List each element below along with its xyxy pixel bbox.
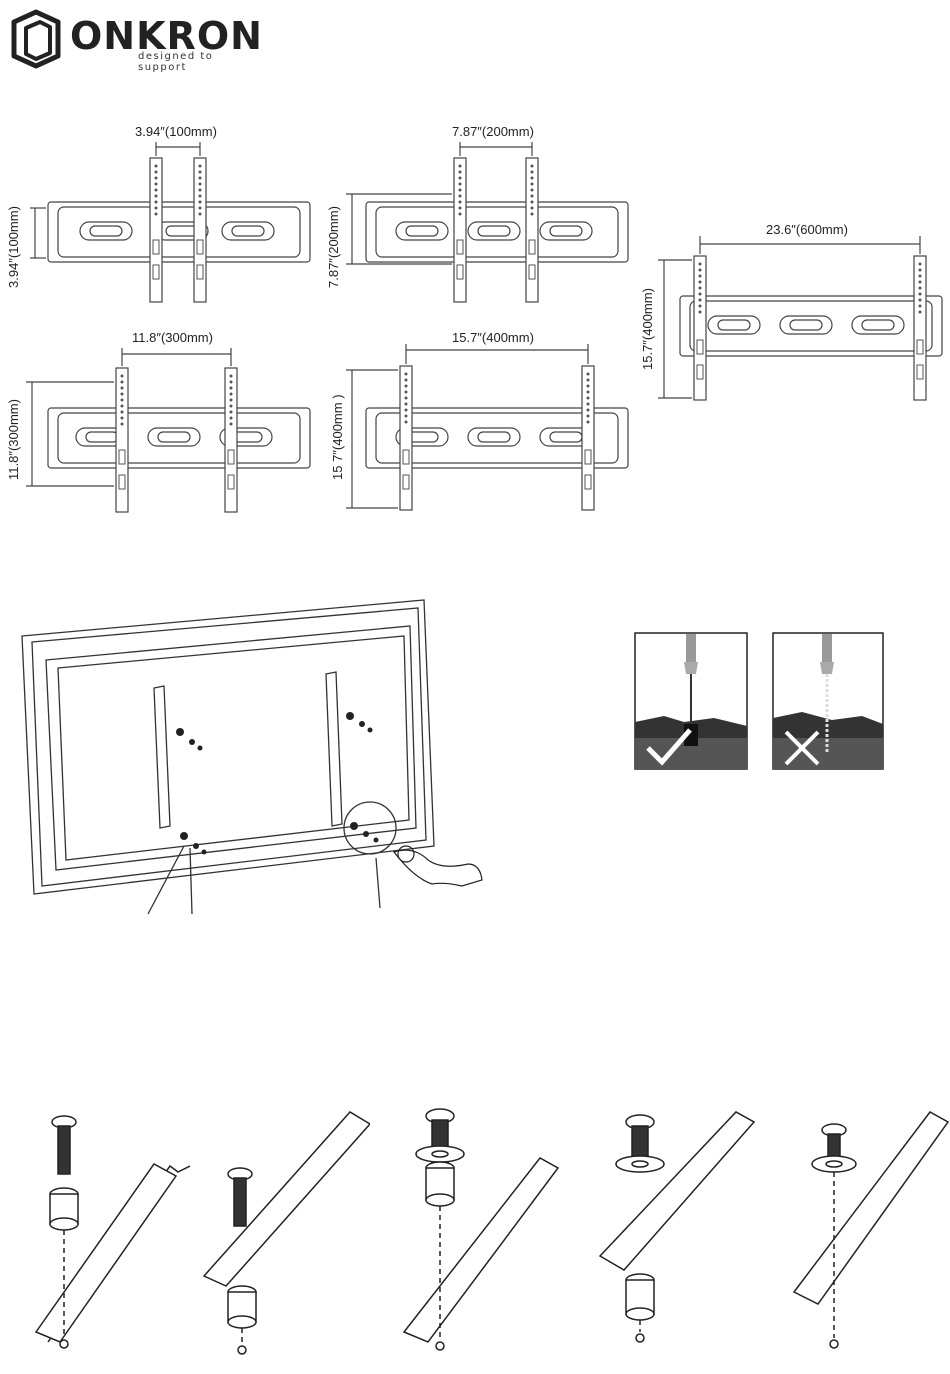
assembly-variant-screw-bracket-spacer (200, 1106, 370, 1356)
vesa-200-width-label: 7.87″(200mm) (452, 124, 534, 139)
vesa-600-height-label: 15.7″(400mm) (640, 288, 655, 370)
vesa-diagram-400x400: 15.7″(400mm) 15 7″(400mm ) (322, 330, 642, 520)
tv-bracket-attachment-illustration (14, 596, 484, 916)
vesa-300-width-label: 11.8″(300mm) (132, 330, 213, 345)
vesa-300-height-label: 11.8″(300mm) (6, 399, 21, 480)
vesa-400-width-label: 15.7″(400mm) (452, 330, 534, 345)
screw-bracket-spacer-icon (200, 1106, 370, 1356)
assembly-variant-screw-spacer (30, 1106, 190, 1356)
assembly-variant-screw-washer-spacer (400, 1106, 560, 1356)
vesa-600-width-label: 23.6″(600mm) (766, 222, 848, 237)
assembly-variant-screw-washer-bracket-spacer (596, 1106, 756, 1356)
screw-correct-panel (634, 632, 748, 770)
vesa-diagram-100x100: 3.94″(100mm) 3.94″(100mm) (0, 120, 330, 310)
vesa-diagram-200x200: 7.87″(200mm) 7.87″(200mm) (322, 120, 642, 310)
brand-tagline: designed to support (138, 51, 266, 73)
screw-washer-icon (790, 1106, 950, 1356)
screw-spacer-icon (30, 1106, 190, 1356)
vesa-100-height-label: 3.94″(100mm) (6, 206, 21, 288)
vesa-diagram-600x400: 23.6″(600mm) 15.7″(400mm) (636, 220, 950, 410)
screw-washer-spacer-icon (400, 1106, 560, 1356)
vesa-diagram-300x300: 11.8″(300mm) 11.8″(300mm) (0, 330, 330, 520)
screw-washer-bracket-spacer-icon (596, 1106, 756, 1356)
onkron-logo: ONKRON designed to support (6, 6, 266, 72)
onkron-logo-mark-icon (6, 6, 66, 72)
vesa-400-height-label: 15 7″(400mm ) (330, 394, 345, 480)
vesa-200-height-label: 7.87″(200mm) (326, 206, 341, 288)
vesa-100-width-label: 3.94″(100mm) (135, 124, 217, 139)
cross-icon (782, 728, 822, 768)
assembly-variant-screw-washer (790, 1106, 950, 1356)
screw-incorrect-panel (772, 632, 884, 770)
check-icon (644, 726, 694, 766)
